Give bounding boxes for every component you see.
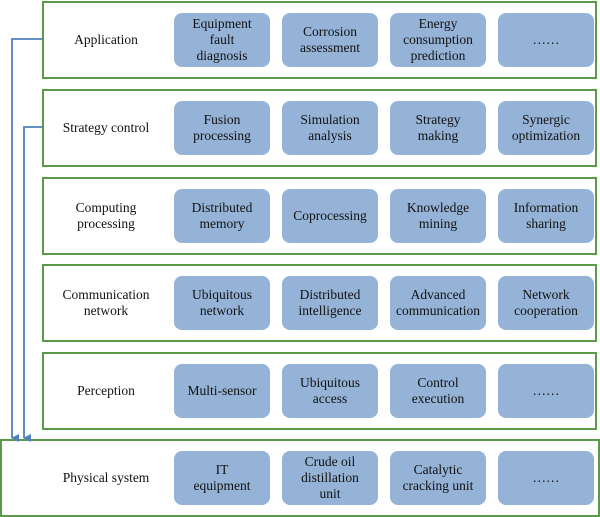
component-node: Energy consumption prediction [390,13,486,67]
component-node: Corrosion assessment [282,13,378,67]
component-node: Information sharing [498,189,594,243]
component-node: …… [498,451,594,505]
component-node: Knowledge mining [390,189,486,243]
component-node: IT equipment [174,451,270,505]
layer-label: Application [74,32,138,47]
component-node: Advanced communication [390,276,486,330]
component-node: Network cooperation [498,276,594,330]
component-node: Control execution [390,364,486,418]
component-node: Synergic optimization [498,101,594,155]
component-node: Strategy making [390,101,486,155]
layer-label: Communication network [62,287,150,318]
arrow-strategy-to-physical [23,126,42,442]
layer-label: Perception [77,383,135,398]
component-node: Equipment fault diagnosis [174,13,270,67]
layer-label: Computing processing [75,200,137,231]
component-node: Crude oil distillation unit [282,451,378,505]
component-node: Distributed intelligence [282,276,378,330]
component-node: …… [498,364,594,418]
component-node: Multi-sensor [174,364,270,418]
component-node: Ubiquitous access [282,364,378,418]
component-node: Fusion processing [174,101,270,155]
arrow-application-to-physical [11,38,42,442]
component-node: Catalytic cracking unit [390,451,486,505]
component-node: Coprocessing [282,189,378,243]
layer-label: Physical system [62,470,150,485]
layer-label: Strategy control [62,120,150,135]
component-node: Ubiquitous network [174,276,270,330]
component-node: …… [498,13,594,67]
component-node: Simulation analysis [282,101,378,155]
component-node: Distributed memory [174,189,270,243]
